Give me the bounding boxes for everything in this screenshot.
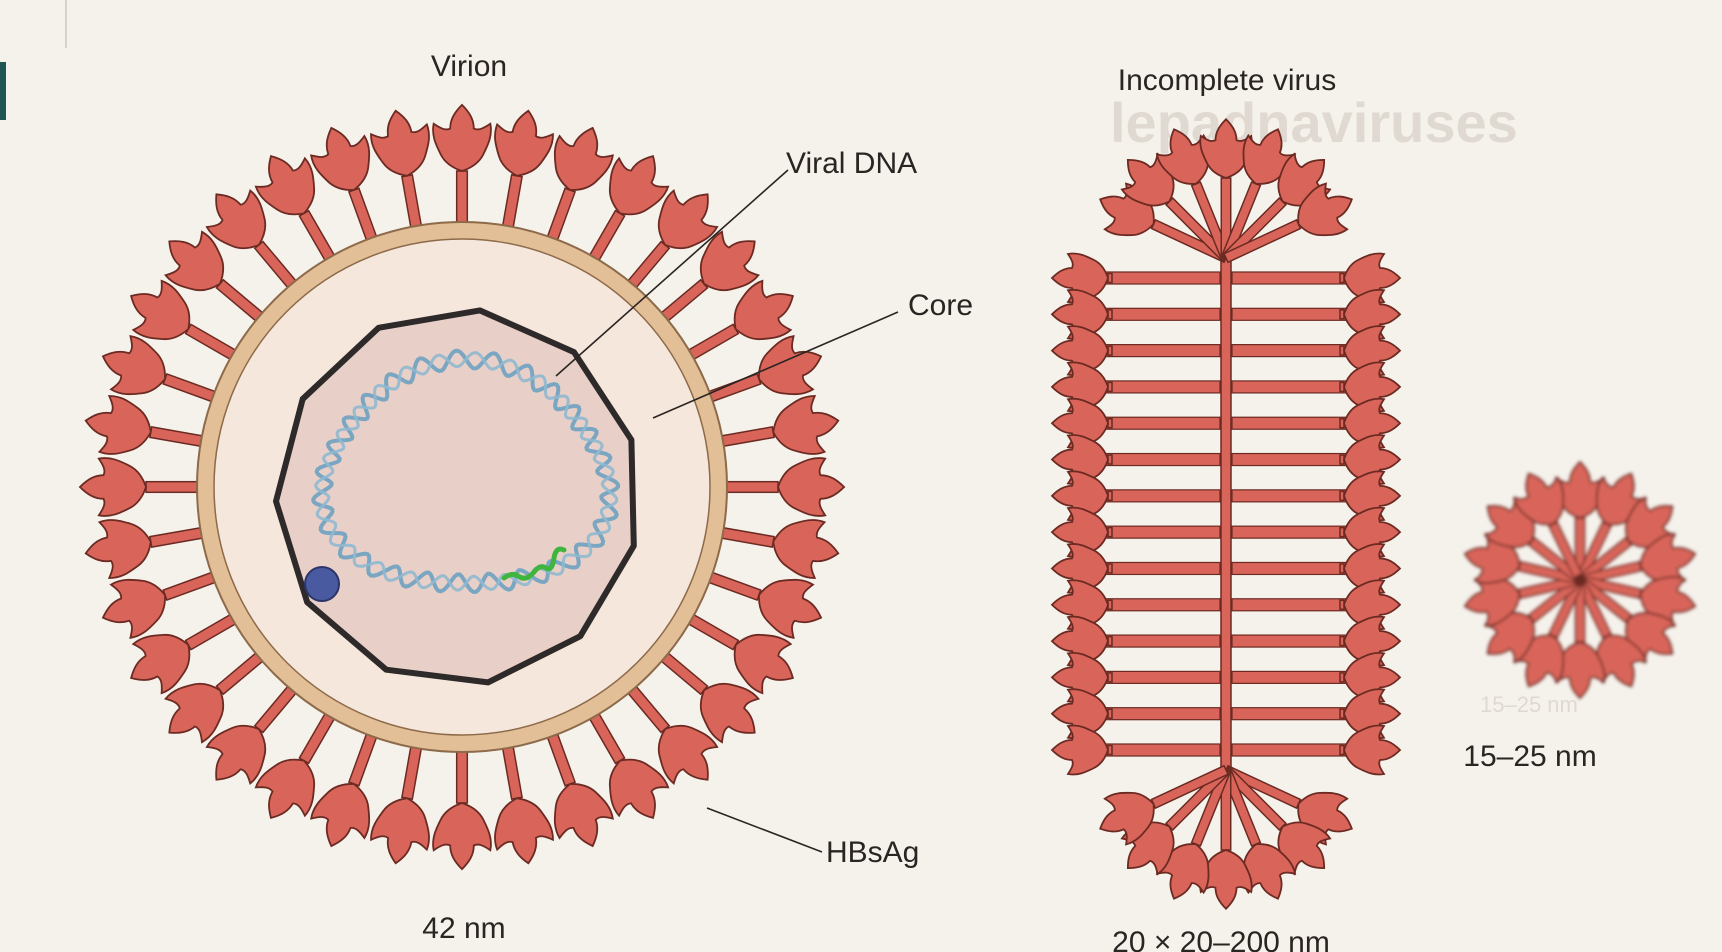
filament-rung: [1232, 599, 1346, 611]
hbsag-label: HBsAg: [826, 836, 919, 869]
filament-rung: [1106, 635, 1220, 647]
left-edge-tab: [0, 62, 6, 120]
sphere-size: 15–25 nm: [1463, 740, 1596, 773]
virion-polymerase: [305, 567, 339, 601]
filament-rung: [1232, 345, 1346, 357]
filament-rung: [1232, 381, 1346, 393]
filament-rung: [1232, 562, 1346, 574]
filament-rung: [1106, 381, 1220, 393]
filament-rung: [1106, 272, 1220, 284]
filament-rung: [1232, 526, 1346, 538]
svg-text:15–25 nm: 15–25 nm: [1480, 692, 1578, 717]
filament-rung: [1232, 744, 1346, 756]
filament-rung: [1106, 417, 1220, 429]
virion-size: 42 nm: [422, 912, 505, 945]
filament-rung: [1232, 671, 1346, 683]
filament-rung: [1232, 490, 1346, 502]
filament-rung: [1106, 562, 1220, 574]
filament-rung: [1232, 308, 1346, 320]
filament-rung: [1232, 708, 1346, 720]
filament-rung: [1106, 526, 1220, 538]
filament-axis: [1221, 258, 1231, 770]
filament-rung: [1106, 744, 1220, 756]
filament-rung: [1232, 454, 1346, 466]
filament-rung: [1106, 490, 1220, 502]
filament-rung: [1232, 272, 1346, 284]
core-label: Core: [908, 289, 973, 322]
filament-rung: [1232, 417, 1346, 429]
filament-rung: [1106, 599, 1220, 611]
incomplete-virus-size: 20 × 20–200 nm: [1112, 926, 1330, 952]
virion-title: Virion: [431, 50, 507, 83]
filament-rung: [1106, 671, 1220, 683]
viral-dna-label: Viral DNA: [786, 147, 917, 180]
incomplete-virus-title: Incomplete virus: [1118, 64, 1336, 97]
filament-rung: [1106, 454, 1220, 466]
filament-rung: [1106, 308, 1220, 320]
filament-rung: [1232, 635, 1346, 647]
filament-rung: [1106, 345, 1220, 357]
sphere-center: [1574, 574, 1586, 586]
filament-rung: [1106, 708, 1220, 720]
